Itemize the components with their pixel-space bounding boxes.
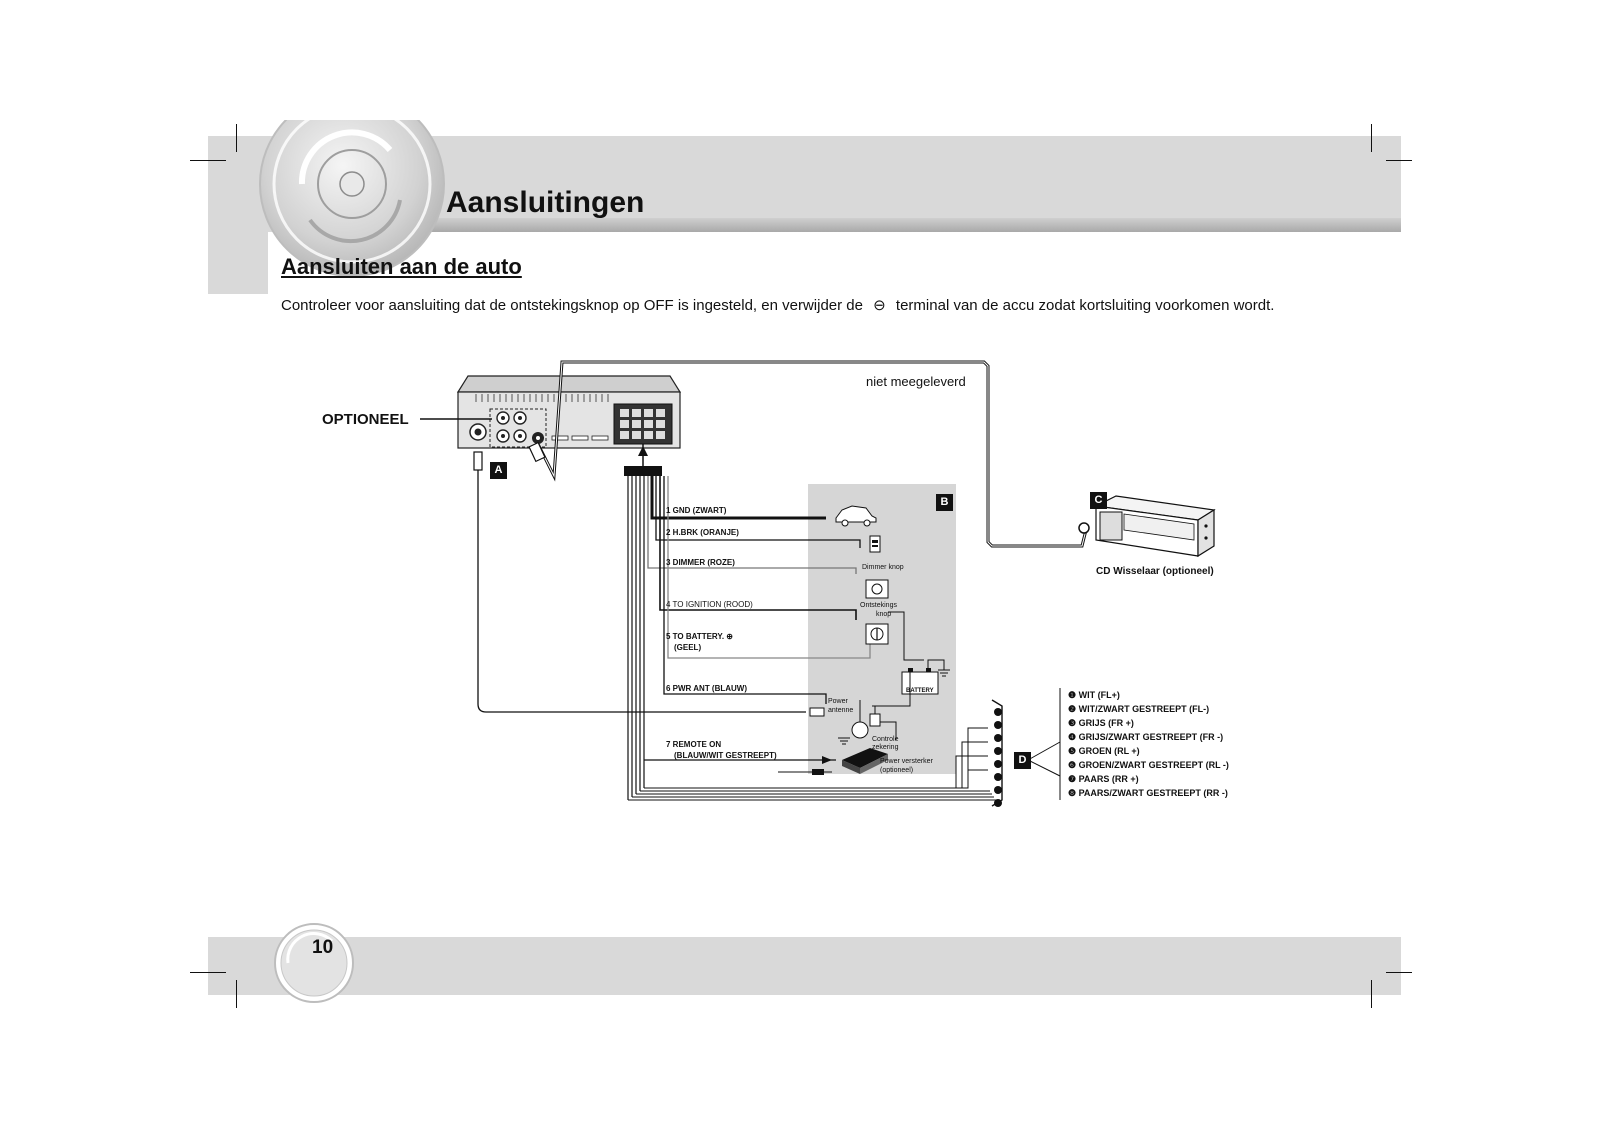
legend-label: GROEN/ZWART GESTREEPT (RL -) [1078, 760, 1229, 770]
wire-label-ignition: 4 TO IGNITION (ROOD) [666, 600, 753, 609]
legend-number: ❼ [1068, 774, 1077, 784]
legend-number: ❶ [1068, 690, 1077, 700]
wire-label-gnd: 1 GND (ZWART) [666, 506, 727, 515]
legend-label: WIT/ZWART GESTREEPT (FL-) [1078, 704, 1210, 714]
crop-mark [236, 980, 237, 1008]
page-title: Aansluitingen [446, 186, 645, 219]
wire-label-dimmer: 3 DIMMER (ROZE) [666, 558, 735, 567]
dimmer-knob-label: Dimmer knop [862, 564, 904, 571]
legend-number: ❻ [1068, 760, 1077, 770]
wire-label-battery-1: 5 TO BATTERY. ⊕ [666, 632, 734, 641]
minus-terminal-icon: ⊖ [873, 297, 886, 314]
amplifier-label-1: Power versterker [880, 758, 933, 765]
intro-text: Controleer voor aansluiting dat de ontst… [281, 296, 1274, 314]
legend-item: ❽ PAARS/ZWART GESTREEPT (RR -) [1068, 788, 1228, 799]
ignition-label-1: Ontstekings [860, 602, 897, 609]
optional-label: OPTIONEEL [322, 411, 409, 428]
power-antenna-label-2: antenne [828, 707, 854, 714]
ignition-label-2: knop [876, 611, 892, 618]
legend-item: ❸ GRIJS (FR +) [1068, 718, 1134, 729]
crop-mark [190, 972, 226, 973]
legend-item: ❹ GRIJS/ZWART GESTREEPT (FR -) [1068, 732, 1223, 743]
crop-mark [1386, 160, 1412, 161]
hand-brake-icon [869, 535, 881, 553]
crop-mark [1386, 972, 1412, 973]
wire-label-battery-2: (GEEL) [674, 643, 702, 652]
head-unit [456, 375, 682, 449]
legend-number: ❸ [1068, 718, 1077, 728]
legend-item: ❶ WIT (FL+) [1068, 690, 1120, 701]
legend-number: ❺ [1068, 746, 1077, 756]
label-box-d: D [1014, 752, 1031, 769]
crop-mark [236, 124, 237, 152]
wire-label-remote-1: 7 REMOTE ON [666, 740, 722, 749]
battery-label: BATTERY [906, 688, 934, 694]
legend-item: ❻ GROEN/ZWART GESTREEPT (RL -) [1068, 760, 1229, 771]
legend-label: PAARS/ZWART GESTREEPT (RR -) [1078, 788, 1228, 798]
legend-label: GRIJS/ZWART GESTREEPT (FR -) [1078, 732, 1224, 742]
crop-mark [1371, 124, 1372, 152]
legend-label: GRIJS (FR +) [1078, 718, 1134, 728]
legend-label: GROEN (RL +) [1078, 746, 1140, 756]
amplifier-label-2: (optioneel) [880, 767, 914, 774]
legend-label: WIT (FL+) [1078, 690, 1120, 700]
cd-changer-label: CD Wisselaar (optioneel) [1096, 566, 1214, 577]
intro-text-after: terminal van de accu zodat kortsluiting … [895, 297, 1275, 314]
legend-number: ❹ [1068, 732, 1077, 742]
legend-label: PAARS (RR +) [1078, 774, 1139, 784]
fuse-label-2: zekering [872, 744, 899, 751]
page-number: 10 [312, 937, 334, 958]
wire-label-remote-2: (BLAUW/WIT GESTREEPT) [674, 751, 777, 760]
battery-icon [901, 668, 939, 695]
section-title: Aansluiten aan de auto [281, 254, 522, 279]
intro-text-before: Controleer voor aansluiting dat de ontst… [281, 297, 863, 314]
legend-number: ❷ [1068, 704, 1077, 714]
cd-changer [1093, 495, 1216, 558]
crop-mark [190, 160, 226, 161]
car-ground-icon [835, 505, 877, 527]
amplifier-icon [842, 748, 888, 774]
disc-icon [259, 120, 445, 277]
wire-label-pwr-ant: 6 PWR ANT (BLAUW) [666, 684, 748, 693]
dimmer-knob-icon [865, 579, 889, 599]
wire-label-hbrk: 2 H.BRK (ORANJE) [666, 528, 739, 537]
label-box-b: B [936, 494, 953, 511]
power-antenna-icon [809, 700, 869, 739]
speaker-terminal-block [991, 699, 1003, 807]
power-antenna-label-1: Power [828, 698, 848, 705]
header-strip [430, 218, 1401, 232]
label-box-a: A [490, 462, 507, 479]
ignition-switch-icon [865, 623, 889, 645]
label-box-c: C [1090, 492, 1107, 509]
header-left-band [208, 232, 268, 294]
legend-item: ❼ PAARS (RR +) [1068, 774, 1139, 785]
footer-band [208, 937, 1401, 995]
legend-number: ❽ [1068, 788, 1077, 798]
legend-item: ❺ GROEN (RL +) [1068, 746, 1140, 757]
fuse-label-1: Controle [872, 736, 899, 743]
footer-disc-icon [274, 923, 354, 1003]
legend-item: ❷ WIT/ZWART GESTREEPT (FL-) [1068, 704, 1209, 715]
crop-mark [1371, 980, 1372, 1008]
not-supplied-label: niet meegeleverd [866, 374, 966, 389]
